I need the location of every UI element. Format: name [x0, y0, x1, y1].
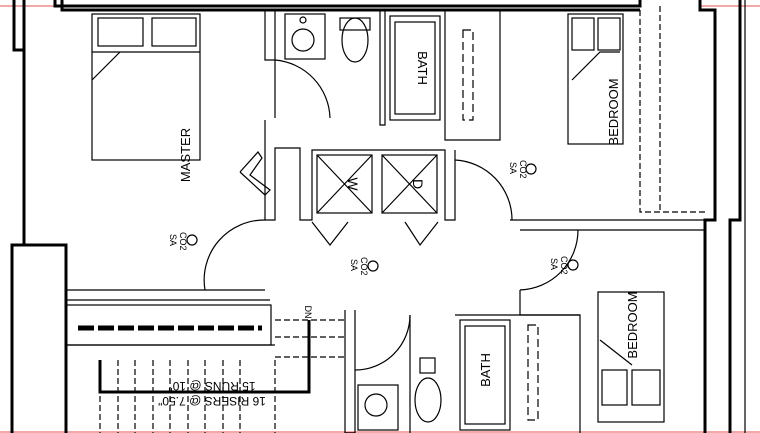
dryer: D	[381, 154, 438, 214]
room-label-bedroom-bottom: BEDROOM	[625, 291, 640, 358]
stair-direction: DN	[303, 306, 313, 319]
master-bed	[91, 13, 201, 161]
room-label-bath-bottom: BATH	[478, 353, 493, 387]
stair-runs: 15 RUNS @ 10"	[168, 379, 255, 393]
exterior-walls	[10, 0, 746, 433]
detector-line1: CO2	[359, 257, 369, 276]
detector-line2: SA	[549, 258, 559, 270]
detector-line2: SA	[349, 259, 359, 271]
bath-bottom-fixtures	[357, 291, 665, 431]
co2-smoke-detector: CO2 SA	[508, 160, 537, 179]
detector-line2: SA	[508, 162, 518, 174]
doors	[203, 59, 579, 371]
dryer-label: D	[410, 179, 426, 189]
detector-line1: CO2	[559, 256, 569, 275]
washer: W	[316, 154, 373, 214]
interior-walls	[65, 10, 706, 433]
detector-line2: SA	[168, 234, 178, 246]
bath-top-fixtures	[284, 13, 624, 145]
room-label-bedroom-top: BEDROOM	[606, 78, 621, 145]
room-label-bath-top: BATH	[415, 51, 430, 85]
stair-risers: 16 RISERS @ 7.50"	[158, 394, 266, 408]
detector-line1: CO2	[178, 232, 188, 251]
co2-smoke-detector: CO2 SA	[349, 257, 379, 276]
detector-line1: CO2	[518, 160, 528, 179]
co2-smoke-detector: CO2 SA	[549, 256, 579, 275]
room-label-master: MASTER	[178, 128, 193, 182]
washer-label: W	[345, 177, 361, 191]
co2-smoke-detector: CO2 SA	[168, 232, 198, 251]
stairs: DN 15 RUNS @ 10" 16 RISERS @ 7.50"	[65, 304, 345, 433]
